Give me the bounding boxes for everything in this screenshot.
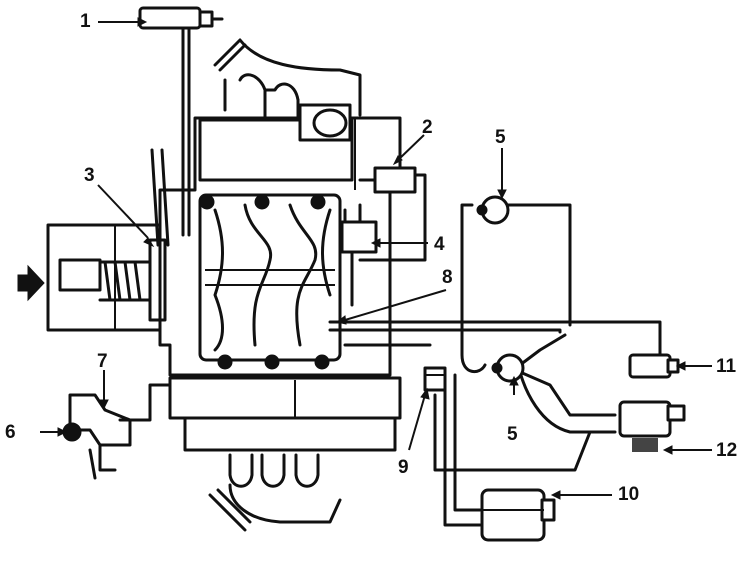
- callout-label-7: 7: [97, 351, 108, 372]
- callout-label-5-lower: 5: [507, 424, 518, 445]
- component-4: [340, 203, 378, 307]
- callout-label-10: 10: [618, 484, 640, 505]
- vacuum-lines: [328, 203, 662, 527]
- callout-label-1: 1: [80, 11, 91, 32]
- callout-label-5-upper: 5: [495, 127, 506, 148]
- callout-label-12: 12: [716, 440, 738, 461]
- callout-label-8: 8: [442, 267, 453, 288]
- valve-5-lower: [491, 353, 525, 383]
- callout-label-3: 3: [84, 165, 95, 186]
- component-2: [358, 166, 427, 262]
- component-12: [618, 400, 686, 452]
- component-6-7: [62, 383, 172, 480]
- component-11: [628, 353, 680, 379]
- valve-5-upper: [476, 195, 510, 225]
- component-10: [480, 488, 556, 542]
- component-9: [423, 366, 447, 392]
- callout-label-9: 9: [398, 457, 409, 478]
- air-intake: [58, 148, 170, 322]
- callout-label-6: 6: [5, 422, 16, 443]
- component-1: [138, 6, 224, 237]
- callout-label-2: 2: [422, 117, 433, 138]
- intake-manifold: [198, 193, 342, 370]
- callout-label-11: 11: [716, 356, 737, 377]
- callout-label-4: 4: [434, 234, 445, 255]
- leader-lines: [40, 17, 712, 500]
- airflow-arrow: [17, 264, 45, 302]
